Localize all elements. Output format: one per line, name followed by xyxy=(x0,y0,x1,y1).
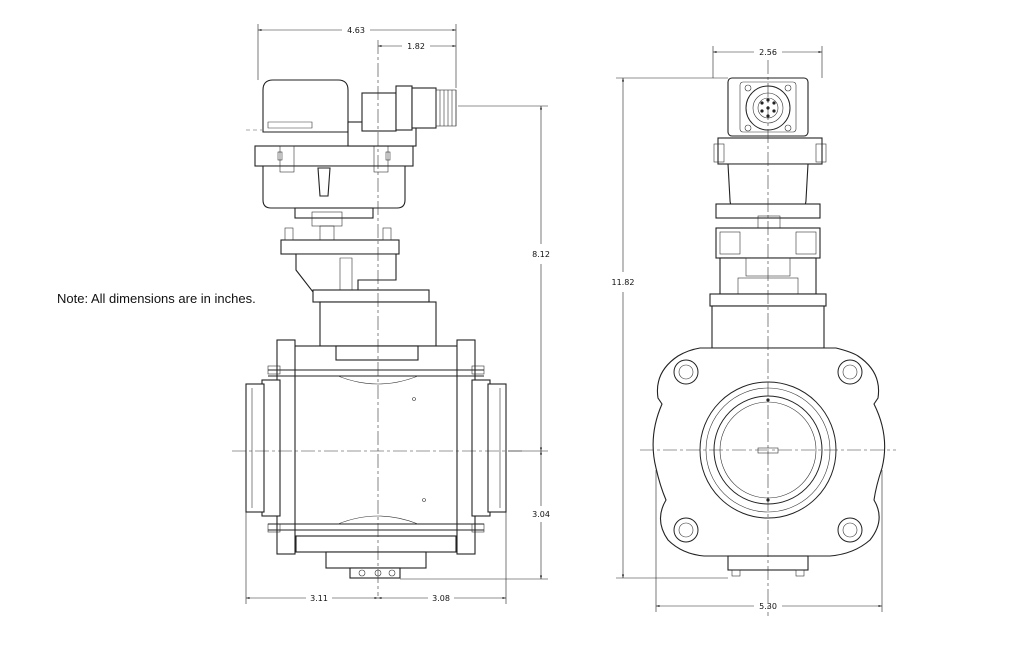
dim-side-actuator-width: 4.63 xyxy=(347,26,365,35)
front-view-dimensions: 2.56 11.82 5.30 xyxy=(612,46,883,612)
dim-side-right-half-width: 3.08 xyxy=(432,594,450,603)
dim-side-connector-offset: 1.82 xyxy=(407,42,425,51)
dim-front-connector-width: 2.56 xyxy=(759,48,777,57)
dim-side-height-to-centerline: 8.12 xyxy=(532,250,550,259)
front-flange-body xyxy=(652,347,886,577)
side-view xyxy=(232,40,522,596)
dim-front-overall-height: 11.82 xyxy=(612,278,635,287)
dim-front-flange-width: 5.30 xyxy=(759,602,777,611)
side-mounting-bracket xyxy=(280,207,437,347)
side-view-dimensions: 4.63 1.82 8.12 3.04 3.11 3.08 xyxy=(245,24,550,604)
side-electrical-connector xyxy=(361,85,457,132)
dimension-note: Note: All dimensions are in inches. xyxy=(57,291,256,306)
dim-side-left-half-width: 3.11 xyxy=(310,594,328,603)
dim-side-centerline-to-bottom: 3.04 xyxy=(532,510,550,519)
side-valve-body xyxy=(245,339,507,579)
front-view xyxy=(640,60,896,616)
